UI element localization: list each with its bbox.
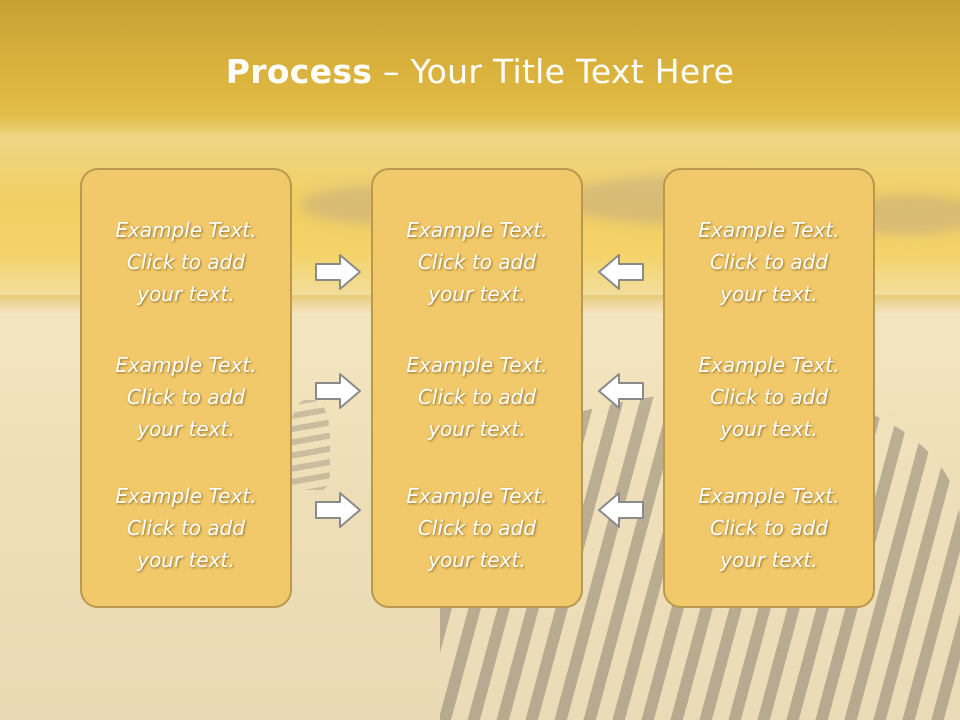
text-line: your text. [428,548,526,572]
text-line: your text. [720,548,818,572]
process-box-right[interactable]: Example Text. Click to add your text. Ex… [663,168,875,608]
right-arrow-icon[interactable] [314,253,362,291]
text-placeholder[interactable]: Example Text. Click to add your text. [82,480,290,576]
text-line: Example Text. [115,484,257,508]
text-line: Click to add [126,516,246,540]
text-line: your text. [137,548,235,572]
text-line: Example Text. [406,218,548,242]
text-placeholder[interactable]: Example Text. Click to add your text. [373,214,581,310]
text-placeholder[interactable]: Example Text. Click to add your text. [665,214,873,310]
title-band [0,0,960,135]
process-box-left[interactable]: Example Text. Click to add your text. Ex… [80,168,292,608]
text-placeholder[interactable]: Example Text. Click to add your text. [373,480,581,576]
right-arrow-icon[interactable] [314,491,362,529]
text-line: your text. [137,282,235,306]
left-arrow-icon[interactable] [597,372,645,410]
text-line: Click to add [417,385,537,409]
text-placeholder[interactable]: Example Text. Click to add your text. [665,480,873,576]
text-placeholder[interactable]: Example Text. Click to add your text. [373,349,581,445]
distant-zebra-image [290,400,330,490]
text-line: Example Text. [406,484,548,508]
text-line: your text. [137,417,235,441]
text-line: Click to add [417,516,537,540]
text-line: Click to add [709,250,829,274]
text-line: Click to add [417,250,537,274]
left-arrow-icon[interactable] [597,253,645,291]
title-rest: – Your Title Text Here [372,52,735,91]
left-arrow-icon[interactable] [597,491,645,529]
text-line: Example Text. [698,218,840,242]
text-line: Example Text. [115,353,257,377]
text-line: Click to add [126,385,246,409]
text-line: your text. [720,417,818,441]
slide-title[interactable]: Process – Your Title Text Here [0,52,960,91]
title-bold: Process [225,52,373,91]
text-placeholder[interactable]: Example Text. Click to add your text. [82,214,290,310]
text-line: Click to add [709,516,829,540]
text-placeholder[interactable]: Example Text. Click to add your text. [665,349,873,445]
text-line: Example Text. [115,218,257,242]
process-box-center[interactable]: Example Text. Click to add your text. Ex… [371,168,583,608]
text-line: your text. [720,282,818,306]
text-line: Click to add [709,385,829,409]
text-line: Example Text. [406,353,548,377]
text-placeholder[interactable]: Example Text. Click to add your text. [82,349,290,445]
right-arrow-icon[interactable] [314,372,362,410]
text-line: Example Text. [698,353,840,377]
text-line: Click to add [126,250,246,274]
text-line: your text. [428,282,526,306]
text-line: Example Text. [698,484,840,508]
text-line: your text. [428,417,526,441]
